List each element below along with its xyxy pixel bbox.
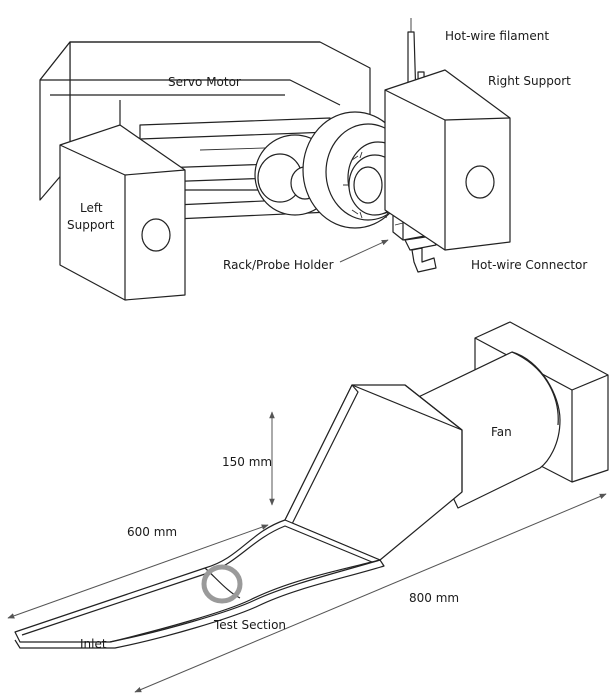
hot-wire-connector-label: Hot-wire Connector xyxy=(471,258,587,272)
servo-motor-label: Servo Motor xyxy=(168,75,241,89)
right-support xyxy=(384,69,511,251)
inlet-label: Inlet xyxy=(80,637,107,651)
test-channel xyxy=(14,519,385,649)
height-dimension-label: 150 mm xyxy=(222,455,272,469)
left-support-label-line1: Left xyxy=(80,201,103,215)
left-support-label-line2: Support xyxy=(67,218,115,232)
wind-tunnel-assembly: Fan 150 mm 600 mm 800 mm Test Section In… xyxy=(7,321,609,693)
test-section-label: Test Section xyxy=(213,618,286,632)
servo-traverse-assembly: Hot-wire filament Servo Motor Right Supp… xyxy=(39,18,587,301)
width-dimension-label: 600 mm xyxy=(127,525,177,539)
fan-label: Fan xyxy=(491,425,512,439)
left-support xyxy=(59,124,186,301)
right-support-bolt-hole xyxy=(465,165,495,199)
hot-wire-filament-label: Hot-wire filament xyxy=(445,29,549,43)
length-dimension-arrow xyxy=(134,493,607,693)
rack-probe-holder-label: Rack/Probe Holder xyxy=(223,258,334,272)
left-support-bolt-hole xyxy=(141,218,171,252)
length-dimension-label: 800 mm xyxy=(409,591,459,605)
right-support-label: Right Support xyxy=(488,74,571,88)
